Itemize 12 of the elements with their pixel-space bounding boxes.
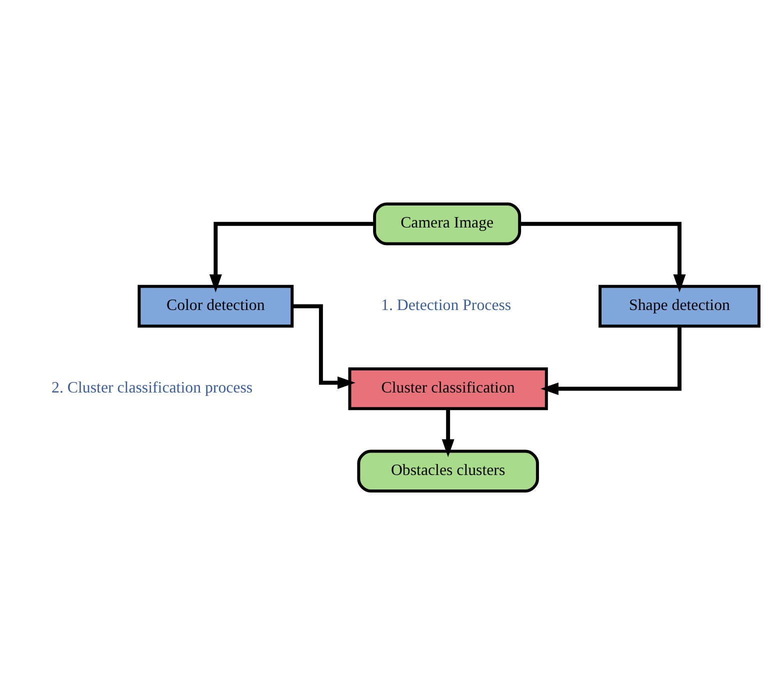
label: 2. Cluster classification process <box>52 379 253 396</box>
node-box: Camera Image <box>373 202 522 246</box>
node-box: Cluster classification <box>348 367 548 410</box>
label: 1. Detection Process <box>381 297 512 314</box>
arrow <box>520 222 686 292</box>
node-box: Shape detection <box>598 284 760 328</box>
arrow <box>540 326 682 395</box>
arrow <box>442 408 454 458</box>
node-box: Color detection <box>138 284 294 328</box>
arrow <box>292 304 356 390</box>
arrow <box>209 222 374 292</box>
node-box: Obstacles clusters <box>357 450 539 493</box>
